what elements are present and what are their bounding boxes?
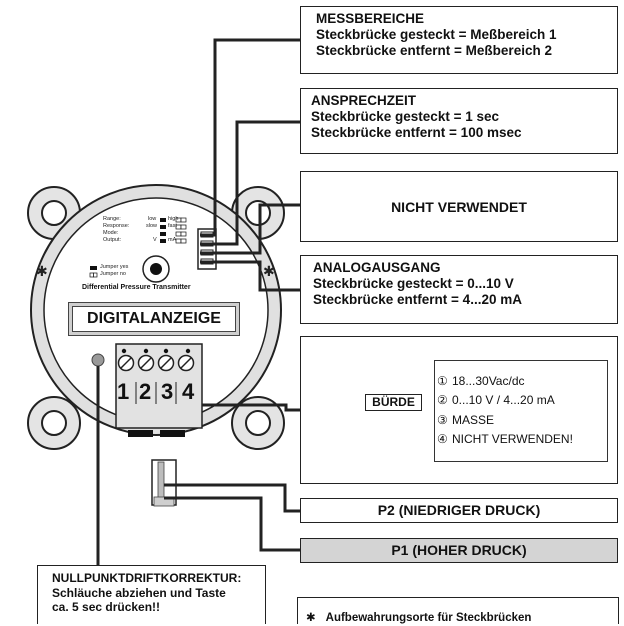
footnote-symbol: ✱ (306, 612, 316, 624)
terminal-2-number: ② (437, 393, 448, 407)
jumper-range-opt-b: high (168, 216, 179, 222)
nicht-verwendet-label: NICHT VERWENDET (391, 199, 527, 215)
ansprechzeit-line1: Steckbrücke gesteckt = 1 sec (311, 109, 499, 124)
terminal-4-text: NICHT VERWENDEN! (452, 432, 573, 446)
ansprechzeit-line2: Steckbrücke entfernt = 100 msec (311, 125, 522, 140)
terminal-1-number: ① (437, 374, 448, 388)
zero-adjust-knob (142, 255, 170, 283)
digital-display: DIGITALANZEIGE (68, 302, 240, 336)
analogausgang-box: ANALOGAUSGANG Steckbrücke gesteckt = 0..… (300, 255, 618, 324)
terminal-3-number: ③ (437, 413, 448, 427)
messbereiche-box: MESSBEREICHE Steckbrücke gesteckt = Meßb… (300, 6, 618, 74)
analogausgang-line1: Steckbrücke gesteckt = 0...10 V (313, 276, 514, 291)
terminal-1-text: 18...30Vac/dc (452, 374, 525, 388)
terminal-number-4: 4 (182, 379, 195, 404)
ansprechzeit-box: ANSPRECHZEIT Steckbrücke gesteckt = 1 se… (300, 88, 618, 154)
terminal-block (115, 343, 203, 437)
messbereiche-line1: Steckbrücke gesteckt = Meßbereich 1 (316, 27, 557, 42)
jumper-response-label: Response: (103, 223, 130, 229)
jumper-mode-label: Mode: (103, 230, 119, 236)
ansprechzeit-title: ANSPRECHZEIT (311, 93, 417, 108)
jumper-range-label: Range: (103, 216, 121, 222)
analogausgang-title: ANALOGAUSGANG (313, 260, 441, 275)
connector-lines (96, 38, 300, 565)
jumper-output-opt-b: mA (168, 237, 177, 243)
jumper-response-opt-a: slow (146, 223, 158, 229)
jumper-output-label: Output: (103, 237, 122, 243)
terminal-2-text: 0...10 V / 4...20 mA (452, 393, 555, 407)
messbereiche-line2: Steckbrücke entfernt = Meßbereich 2 (316, 43, 552, 58)
footnote-box: ✱ Aufbewahrungsorte für Steckbrücken (297, 597, 619, 624)
p1-box: P1 (HOHER DRUCK) (300, 538, 618, 563)
nullpunkt-line1: NULLPUNKTDRIFTKORREKTUR: (52, 571, 242, 585)
nullpunkt-line3: ca. 5 sec drücken!! (52, 600, 161, 614)
analogausgang-line2: Steckbrücke entfernt = 4...20 mA (313, 292, 522, 307)
terminal-number-1: 1 (117, 379, 130, 404)
jumper-range-opt-a: low (148, 216, 157, 222)
p1-label: P1 (HOHER DRUCK) (391, 542, 527, 558)
footnote-text: Aufbewahrungsorte für Steckbrücken (325, 612, 532, 624)
terminal-number-3: 3 (161, 379, 174, 404)
jumper-legend-yes: Jumper yes (100, 264, 129, 270)
storage-marker-right: ✱ (263, 264, 275, 280)
storage-marker-left: ✱ (36, 264, 48, 280)
nullpunkt-box: NULLPUNKTDRIFTKORREKTUR: Schläuche abzie… (37, 565, 266, 624)
terminal-4-number: ④ (437, 432, 448, 446)
mounting-ear-bottom-left (27, 396, 81, 450)
device-title: Differential Pressure Transmitter (82, 284, 191, 291)
burde-load: BÜRDE (365, 394, 422, 411)
digital-display-label: DIGITALANZEIGE (72, 306, 236, 332)
mounting-ear-bottom-right (231, 396, 285, 450)
messbereiche-title: MESSBEREICHE (316, 11, 425, 26)
jumper-row-indicators (89, 217, 187, 278)
jumper-response-opt-b: fast (168, 223, 177, 229)
terminal-3-text: MASSE (452, 413, 495, 427)
terminal-number-2: 2 (139, 379, 152, 404)
nicht-verwendet-box: NICHT VERWENDET (300, 171, 618, 242)
jumper-output-opt-a: V (153, 237, 157, 243)
jumper-legend-no: Jumper no (100, 271, 126, 277)
nullpunkt-line2: Schläuche abziehen und Taste (52, 585, 226, 600)
p2-box: P2 (NIEDRIGER DRUCK) (300, 498, 618, 523)
zero-adjust-button (91, 353, 105, 367)
p2-label: P2 (NIEDRIGER DRUCK) (377, 502, 541, 518)
terminal-list-box (434, 360, 608, 462)
